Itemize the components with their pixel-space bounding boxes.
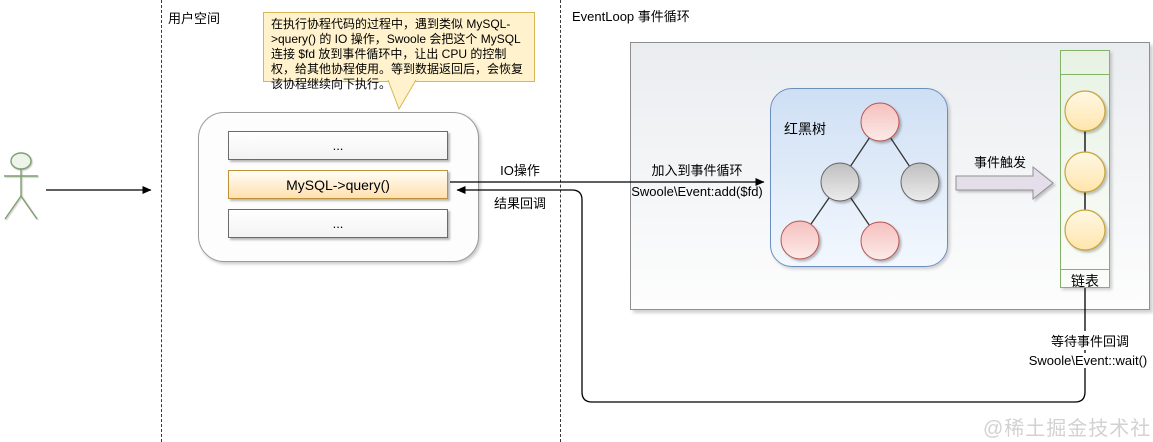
io-operation-label: IO操作: [500, 163, 540, 178]
kernel-space-boundary: [560, 0, 561, 442]
event-trigger-label: 事件触发: [973, 155, 1026, 170]
coroutine-step-top: ...: [228, 131, 448, 160]
result-callback-label: 结果回调: [493, 196, 546, 211]
user-space-label: 用户空间: [168, 11, 221, 26]
linked-list-label: 链表: [1071, 273, 1099, 289]
list-footer-divider: [1061, 269, 1109, 270]
callout-tail: [387, 79, 417, 111]
red-black-tree-box: [770, 88, 948, 267]
linked-list-box: [1060, 50, 1110, 288]
wait-callback-label: 等待事件回调: [1043, 331, 1137, 350]
event-wait-code-label: Swoole\Event::wait(): [1024, 353, 1152, 368]
coroutine-callout-note: 在执行协程代码的过程中，遇到类似 MySQL->query() 的 IO 操作，…: [263, 12, 535, 91]
coroutine-container: ... MySQL->query() ...: [198, 112, 479, 262]
event-loop-label: EventLoop 事件循环: [572, 9, 690, 24]
event-add-code-label: Swoole\Event:add($fd): [631, 184, 763, 199]
mysql-query-box: MySQL->query(): [228, 170, 448, 199]
watermark: @稀土掘金技术社区: [983, 418, 1153, 440]
coroutine-step-bottom: ...: [228, 209, 448, 238]
actor-figure: [4, 152, 38, 220]
red-black-tree-label: 红黑树: [784, 121, 826, 137]
join-event-loop-label: 加入到事件循环: [651, 163, 743, 178]
user-space-left-boundary: [161, 0, 162, 442]
list-header-divider: [1061, 74, 1109, 75]
